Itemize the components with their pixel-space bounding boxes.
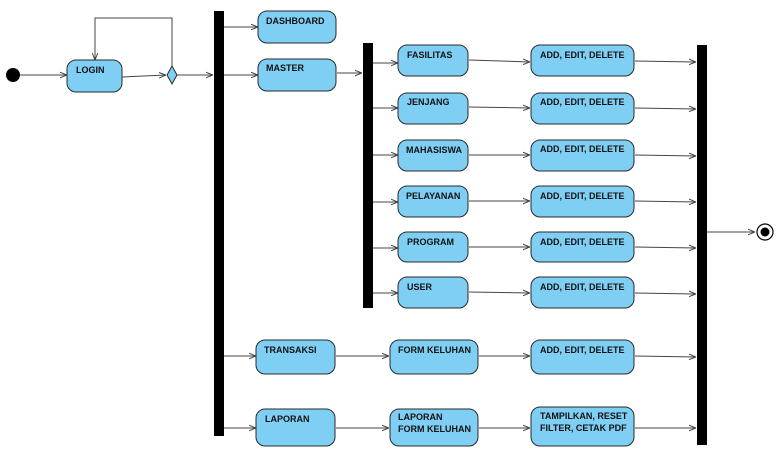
action-pelayanan-label: PELAYANAN: [406, 191, 460, 201]
form-keluhan-label: FORM KELUHAN: [398, 345, 471, 355]
edge-login-decision: [121, 75, 166, 77]
action-mahasiswa-label: MAHASISWA: [406, 145, 463, 155]
crud-keluhan-label: ADD, EDIT, DELETE: [540, 345, 625, 355]
edge-keluhan-crud-join: [634, 356, 696, 357]
action-crud-jenjang: ADD, EDIT, DELETE: [530, 92, 635, 125]
edge-fasilitas-crud: [468, 60, 530, 62]
edge-user-crud: [468, 292, 530, 293]
action-login: LOGIN: [66, 59, 123, 93]
crud-mahasiswa-label: ADD, EDIT, DELETE: [540, 144, 625, 154]
initial-node: [6, 68, 20, 82]
crud-jenjang-label: ADD, EDIT, DELETE: [540, 97, 625, 107]
action-laporan-label: LAPORAN: [265, 414, 310, 424]
action-dashboard-label: DASHBOARD: [266, 16, 325, 26]
crud-pelayanan-label: ADD, EDIT, DELETE: [540, 191, 625, 201]
action-laporan-form-keluhan: LAPORAN FORM KELUHAN: [389, 408, 479, 447]
action-crud-program: ADD, EDIT, DELETE: [530, 231, 635, 263]
action-laporan-actions: TAMPILKAN, RESET FILTER, CETAK PDF: [530, 406, 635, 447]
crud-user-label: ADD, EDIT, DELETE: [540, 282, 625, 292]
edge-crud-join-6: [634, 293, 696, 294]
action-master: MASTER: [257, 58, 337, 92]
action-laporan: LAPORAN: [255, 408, 336, 447]
edge-crud-join-2: [634, 108, 696, 109]
edges: [20, 17, 755, 428]
action-crud-fasilitas: ADD, EDIT, DELETE: [530, 44, 635, 77]
join-bar: [697, 45, 707, 445]
action-crud-user: ADD, EDIT, DELETE: [530, 276, 635, 309]
crud-fasilitas-label: ADD, EDIT, DELETE: [540, 50, 625, 60]
edge-jenjang-crud: [468, 107, 530, 108]
action-login-label: LOGIN: [76, 65, 105, 75]
action-user-label: USER: [407, 282, 433, 292]
action-fasilitas: FASILITAS: [397, 44, 469, 77]
action-transaksi: TRANSAKSI: [255, 339, 336, 375]
edge-crud-join-3: [634, 155, 696, 156]
action-crud-pelayanan: ADD, EDIT, DELETE: [530, 185, 635, 218]
action-jenjang: JENJANG: [397, 92, 469, 125]
edge-crud-join-4: [634, 201, 696, 202]
action-form-keluhan: FORM KELUHAN: [389, 339, 479, 375]
action-crud-keluhan: ADD, EDIT, DELETE: [530, 339, 635, 375]
crud-program-label: ADD, EDIT, DELETE: [540, 237, 625, 247]
decision-node: [166, 64, 178, 86]
action-mahasiswa: MAHASISWA: [397, 139, 469, 172]
action-fasilitas-label: FASILITAS: [407, 50, 452, 60]
final-node: [756, 223, 774, 241]
action-jenjang-label: JENJANG: [407, 97, 450, 107]
action-crud-mahasiswa: ADD, EDIT, DELETE: [530, 139, 635, 172]
action-transaksi-label: TRANSAKSI: [264, 345, 317, 355]
edge-loop-back: [95, 17, 173, 66]
action-master-label: MASTER: [266, 63, 305, 73]
action-program: PROGRAM: [397, 231, 469, 263]
action-dashboard: DASHBOARD: [257, 10, 337, 44]
edge-crud-join-1: [634, 61, 696, 62]
action-user: USER: [397, 276, 469, 309]
action-pelayanan: PELAYANAN: [397, 185, 469, 218]
action-program-label: PROGRAM: [407, 237, 454, 247]
fork-bar-master: [363, 43, 373, 308]
edge-crud-join-5: [634, 247, 696, 248]
laporan-form-keluhan-label: LAPORAN FORM KELUHAN: [398, 412, 471, 434]
laporan-actions-label: TAMPILKAN, RESET FILTER, CETAK PDF: [540, 411, 630, 433]
fork-bar-main: [214, 11, 224, 436]
